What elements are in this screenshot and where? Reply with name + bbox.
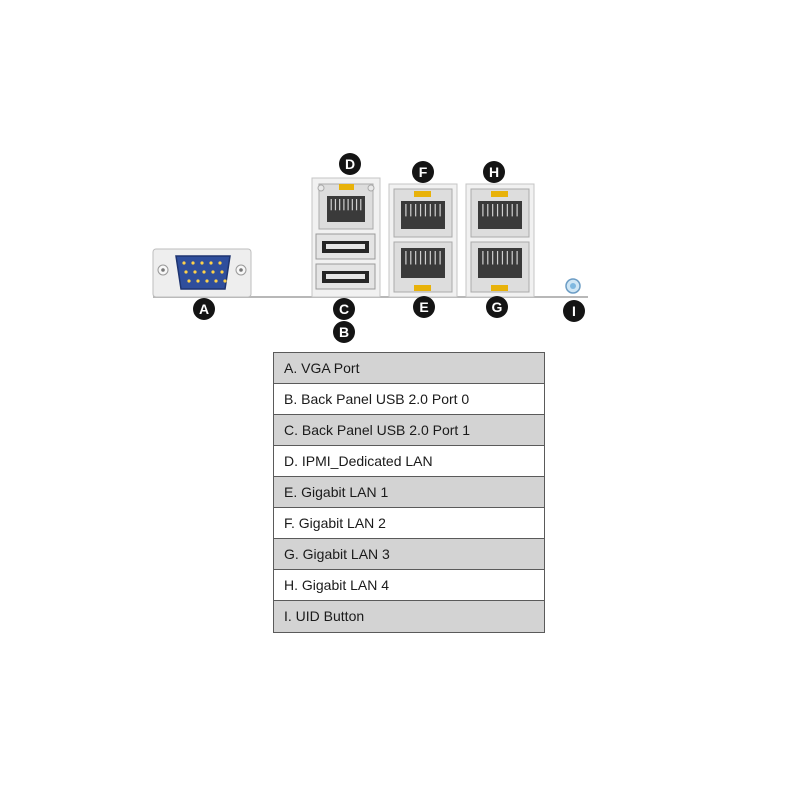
rj45-socket — [478, 201, 522, 229]
vga-pin — [214, 279, 218, 283]
marker-h: H — [483, 161, 505, 183]
vga-pin — [205, 279, 209, 283]
vga-pin — [182, 261, 186, 265]
vga-port — [152, 248, 252, 298]
uid-button — [565, 278, 581, 294]
rj45-socket — [401, 248, 445, 278]
vga-pin — [193, 270, 197, 274]
usb-lan-stack — [311, 177, 381, 298]
legend-row: C. Back Panel USB 2.0 Port 1 — [274, 415, 544, 446]
legend-table: A. VGA Port B. Back Panel USB 2.0 Port 0… — [273, 352, 545, 633]
rj45-socket — [327, 196, 365, 222]
legend-row: D. IPMI_Dedicated LAN — [274, 446, 544, 477]
vga-pin — [187, 279, 191, 283]
vga-pin — [200, 261, 204, 265]
marker-b: B — [333, 321, 355, 343]
legend-row: G. Gigabit LAN 3 — [274, 539, 544, 570]
vga-pin — [202, 270, 206, 274]
marker-g: G — [486, 296, 508, 318]
lan-stack-fe — [388, 183, 458, 298]
vga-pin — [209, 261, 213, 265]
vga-pin — [223, 279, 227, 283]
vga-pin — [220, 270, 224, 274]
marker-e: E — [413, 296, 435, 318]
legend-row: E. Gigabit LAN 1 — [274, 477, 544, 508]
lan-stack-hg — [465, 183, 535, 298]
legend-row: H. Gigabit LAN 4 — [274, 570, 544, 601]
rj45-socket — [401, 201, 445, 229]
marker-a: A — [193, 298, 215, 320]
rj45-socket — [478, 248, 522, 278]
marker-f: F — [412, 161, 434, 183]
vga-pin — [196, 279, 200, 283]
vga-pin — [218, 261, 222, 265]
legend-row: F. Gigabit LAN 2 — [274, 508, 544, 539]
marker-i: I — [563, 300, 585, 322]
vga-pin — [191, 261, 195, 265]
marker-c: C — [333, 298, 355, 320]
io-panel-diagram — [152, 177, 588, 298]
vga-pin — [184, 270, 188, 274]
legend-row: B. Back Panel USB 2.0 Port 0 — [274, 384, 544, 415]
legend-row: A. VGA Port — [274, 353, 544, 384]
vga-pin — [211, 270, 215, 274]
marker-d: D — [339, 153, 361, 175]
legend-row: I. UID Button — [274, 601, 544, 632]
